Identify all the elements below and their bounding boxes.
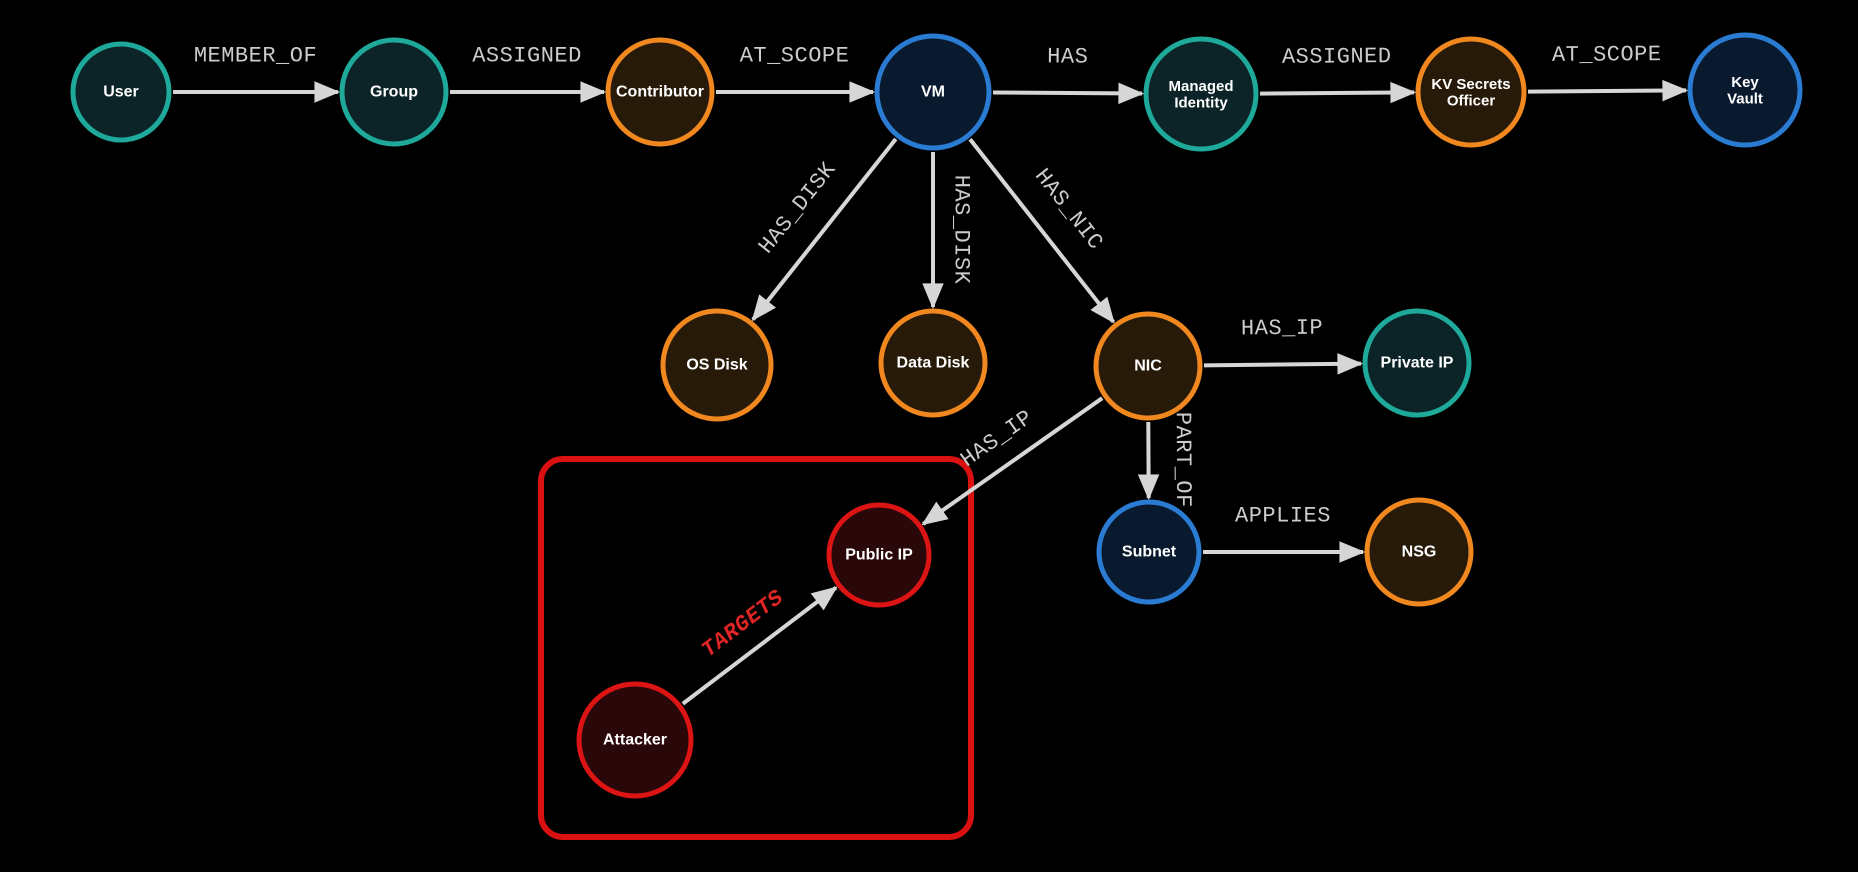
edge-label-has_disk: HAS_DISK — [949, 175, 974, 285]
attacker-circle[interactable] — [576, 681, 694, 799]
data-disk-circle[interactable] — [878, 308, 988, 418]
private-ip-circle[interactable] — [1362, 308, 1472, 418]
edge-label-has: HAS — [1047, 44, 1088, 69]
edge-label-has_ip: HAS_IP — [1241, 316, 1323, 342]
edge-nic-private-ip — [1203, 353, 1364, 375]
public-ip-label: Public IP — [845, 547, 913, 564]
contributor-label: Contributor — [616, 84, 704, 101]
nsg-label: NSG — [1402, 544, 1437, 561]
os-disk-label: OS Disk — [686, 357, 747, 374]
group-circle[interactable] — [339, 37, 449, 147]
node-subnet[interactable]: Subnet — [1096, 499, 1202, 605]
group-label: Group — [370, 84, 418, 101]
edge-label-at_scope: AT_SCOPE — [1552, 42, 1662, 68]
edge-label-at_scope: AT_SCOPE — [740, 44, 850, 69]
managed-identity-circle[interactable] — [1143, 36, 1259, 152]
edge-kv-secrets-officer-key-vault — [1527, 79, 1689, 102]
edge-vm-os-disk — [751, 137, 898, 322]
edge-label-member_of: MEMBER_OF — [194, 44, 317, 69]
node-group[interactable]: Group — [339, 37, 449, 147]
edge-label-assigned: ASSIGNED — [1282, 44, 1392, 70]
kv-secrets-officer-circle[interactable] — [1415, 36, 1527, 148]
node-vm[interactable]: VM — [874, 33, 992, 151]
attack-highlight-box — [538, 456, 974, 840]
node-contributor[interactable]: Contributor — [605, 37, 715, 147]
node-data-disk[interactable]: Data Disk — [878, 308, 988, 418]
user-circle[interactable] — [70, 41, 172, 143]
private-ip-label: Private IP — [1381, 355, 1454, 372]
node-os-disk[interactable]: OS Disk — [660, 308, 774, 422]
user-label: User — [103, 84, 139, 101]
edge-vm-managed-identity — [992, 82, 1145, 105]
node-public-ip[interactable]: Public IP — [826, 502, 932, 608]
node-nsg[interactable]: NSG — [1364, 497, 1474, 607]
edge-label-assigned: ASSIGNED — [472, 44, 582, 69]
attacker-label: Attacker — [603, 732, 667, 749]
nic-label: NIC — [1134, 358, 1162, 375]
nsg-circle[interactable] — [1364, 497, 1474, 607]
edge-vm-nic — [968, 137, 1116, 324]
node-nic[interactable]: NIC — [1093, 311, 1203, 421]
public-ip-circle[interactable] — [826, 502, 932, 608]
data-disk-label: Data Disk — [897, 355, 970, 372]
edge-label-applies: APPLIES — [1235, 504, 1331, 529]
subnet-label: Subnet — [1122, 544, 1177, 561]
vm-label: VM — [921, 84, 945, 101]
nic-circle[interactable] — [1093, 311, 1203, 421]
os-disk-circle[interactable] — [660, 308, 774, 422]
node-attacker[interactable]: Attacker — [576, 681, 694, 799]
contributor-circle[interactable] — [605, 37, 715, 147]
subnet-circle[interactable] — [1096, 499, 1202, 605]
vm-circle[interactable] — [874, 33, 992, 151]
edge-attacker-public-ip — [681, 586, 838, 706]
node-private-ip[interactable]: Private IP — [1362, 308, 1472, 418]
node-user[interactable]: User — [70, 41, 172, 143]
key-vault-circle[interactable] — [1687, 32, 1803, 148]
edge-nic-public-ip — [921, 396, 1104, 526]
edge-label-part_of: PART_OF — [1170, 412, 1196, 508]
edge-managed-identity-kv-secrets-officer — [1259, 81, 1417, 104]
